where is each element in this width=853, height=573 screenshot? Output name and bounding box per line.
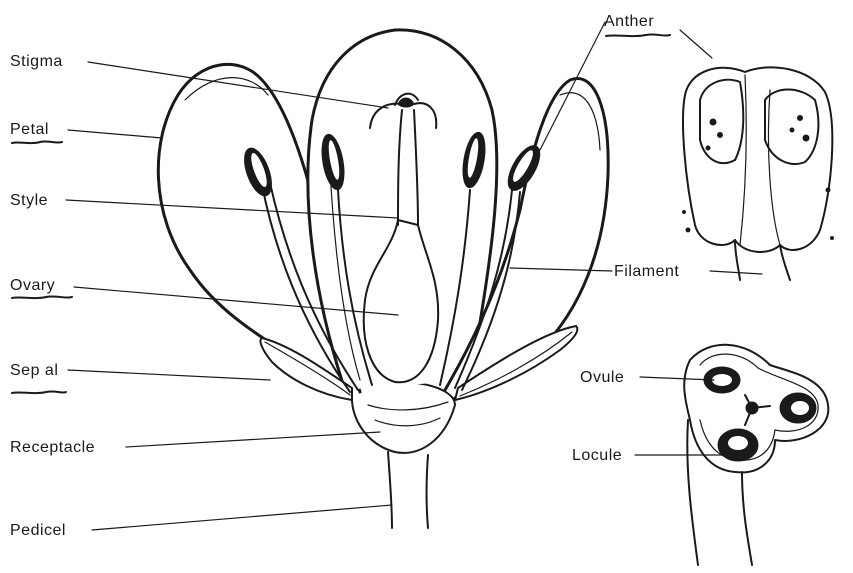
label-pedicel: Pedicel [10, 522, 66, 539]
label-ovary: Ovary [10, 277, 55, 294]
label-sepal: Sep al [10, 362, 58, 379]
label-petal: Petal [10, 121, 49, 138]
label-filament: Filament [614, 263, 679, 280]
main-flower-drawing [158, 30, 608, 528]
label-stigma: Stigma [10, 53, 63, 70]
label-locule: Locule [572, 447, 622, 464]
anther-detail-drawing [683, 67, 834, 280]
label-anther: Anther [604, 13, 654, 30]
pedicel-stalk [388, 452, 428, 528]
receptacle-shape [352, 382, 455, 453]
label-style: Style [10, 192, 48, 209]
label-receptacle: Receptacle [10, 439, 95, 456]
label-ovule: Ovule [580, 369, 624, 386]
